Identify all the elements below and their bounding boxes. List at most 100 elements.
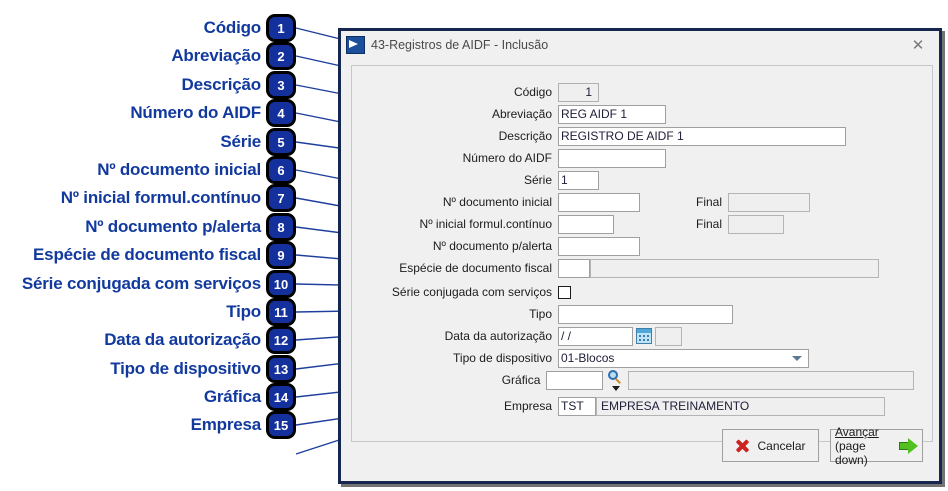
numero-aidf-input[interactable] — [558, 148, 666, 168]
annotation-badge: 10 — [266, 270, 296, 298]
annotation-badge: 4 — [266, 99, 296, 127]
annotation-label: Gráfica — [203, 387, 261, 406]
tipo-dispositivo-label: Tipo de dispositivo — [453, 351, 552, 365]
field-row-doc-inicial: Nº documento inicial Final — [352, 192, 914, 212]
app-window-icon — [346, 36, 365, 54]
formul-continuo-final-label: Final — [696, 217, 723, 231]
annotation-label: Data da autorização — [104, 330, 261, 349]
annotation-badge: 12 — [266, 326, 296, 354]
red-x-icon — [735, 438, 750, 453]
tipo-input[interactable] — [558, 304, 733, 324]
formul-continuo-final-input[interactable] — [728, 214, 785, 234]
field-row-numero-aidf: Número do AIDF — [352, 148, 914, 168]
annotation-3: Descrição 3 — [96, 71, 296, 99]
annotation-badge: 5 — [266, 128, 296, 156]
caret-down-icon — [611, 385, 620, 391]
annotation-label: Empresa — [190, 415, 262, 434]
abreviacao-input[interactable]: REG AIDF 1 — [558, 104, 666, 124]
numero-aidf-label: Número do AIDF — [462, 151, 552, 165]
especie-label: Espécie de documento fiscal — [399, 261, 552, 275]
formul-continuo-label: Nº inicial formul.contínuo — [419, 217, 552, 231]
empresa-name: EMPRESA TREINAMENTO — [596, 396, 885, 416]
annotation-badge: 9 — [266, 241, 296, 269]
grafica-description — [628, 370, 914, 390]
field-row-tipo: Tipo — [352, 304, 914, 324]
dialog-window: 43-Registros de AIDF - Inclusão ✕ Código… — [338, 28, 942, 484]
annotation-badge: 6 — [266, 156, 296, 184]
grafica-code-input[interactable] — [546, 370, 604, 390]
field-row-tipo-dispositivo: Tipo de dispositivo 01-Blocos — [352, 348, 914, 368]
field-row-descricao: Descrição REGISTRO DE AIDF 1 — [352, 126, 914, 146]
annotation-label: Código — [203, 18, 262, 37]
annotation-10: Série conjugada com serviços 10 — [0, 270, 296, 298]
grafica-label: Gráfica — [501, 373, 541, 387]
annotation-label: Descrição — [181, 75, 262, 94]
serie-input[interactable]: 1 — [558, 170, 599, 190]
serie-label: Série — [523, 173, 552, 187]
doc-inicial-input[interactable] — [558, 192, 640, 212]
data-autorizacao-label: Data da autorização — [444, 329, 552, 343]
next-button[interactable]: Avançar (page down) — [830, 425, 923, 467]
annotation-badge: 1 — [266, 14, 296, 42]
field-row-grafica: Gráfica — [352, 369, 914, 391]
annotation-4: Número do AIDF 4 — [66, 99, 296, 127]
annotation-label: Nº documento p/alerta — [85, 217, 261, 236]
field-row-abreviacao: Abreviação REG AIDF 1 — [352, 104, 914, 124]
annotation-13: Tipo de dispositivo 13 — [56, 355, 296, 383]
annotation-11: Tipo 11 — [150, 298, 296, 326]
annotation-badge: 14 — [266, 383, 296, 411]
annotation-6: Nº documento inicial 6 — [26, 156, 296, 184]
annotation-14: Gráfica 14 — [126, 383, 296, 411]
empresa-code-input[interactable]: TST — [558, 396, 596, 416]
annotation-badge: 8 — [266, 213, 296, 241]
serie-conjugada-checkbox[interactable] — [558, 285, 571, 299]
annotation-label: Abreviação — [171, 46, 261, 65]
title-bar[interactable]: 43-Registros de AIDF - Inclusão ✕ — [341, 31, 939, 59]
grafica-search-button[interactable] — [608, 369, 623, 391]
annotation-label: Nº inicial formul.contínuo — [60, 188, 261, 207]
codigo-label: Código — [513, 85, 552, 99]
field-row-serie: Série 1 — [352, 170, 914, 190]
descricao-input[interactable]: REGISTRO DE AIDF 1 — [558, 126, 846, 146]
codigo-input[interactable]: 1 — [558, 82, 599, 102]
tipo-dispositivo-select[interactable]: 01-Blocos — [558, 348, 809, 368]
calendar-icon[interactable] — [636, 328, 652, 344]
especie-description — [590, 258, 879, 278]
annotation-8: Nº documento p/alerta 8 — [26, 213, 296, 241]
close-icon[interactable]: ✕ — [911, 36, 925, 54]
annotation-label: Série conjugada com serviços — [21, 274, 261, 293]
data-autorizacao-input[interactable]: / / — [558, 326, 633, 346]
annotation-12: Data da autorização 12 — [56, 326, 296, 354]
window-title: 43-Registros de AIDF - Inclusão — [371, 38, 549, 52]
field-row-especie: Espécie de documento fiscal — [352, 258, 914, 278]
cancel-button[interactable]: Cancelar — [722, 429, 819, 462]
tipo-dispositivo-value: 01-Blocos — [561, 350, 615, 365]
annotation-badge: 7 — [266, 184, 296, 212]
chevron-down-icon — [792, 355, 802, 361]
especie-code-input[interactable] — [558, 258, 590, 278]
doc-inicial-final-input[interactable] — [728, 192, 811, 212]
empresa-label: Empresa — [503, 399, 552, 413]
field-row-empresa: Empresa TST EMPRESA TREINAMENTO — [352, 396, 914, 416]
doc-inicial-final-label: Final — [696, 195, 723, 209]
doc-alerta-input[interactable] — [558, 236, 640, 256]
annotation-label: Série — [220, 132, 261, 151]
next-button-label-line2: (page down) — [835, 438, 868, 467]
annotation-label: Tipo — [226, 302, 261, 321]
serie-conjugada-label: Série conjugada com serviços — [391, 285, 552, 299]
data-autorizacao-extra[interactable] — [655, 326, 682, 346]
annotation-badge: 13 — [266, 355, 296, 383]
formul-continuo-input[interactable] — [558, 214, 614, 234]
doc-inicial-label: Nº documento inicial — [442, 195, 552, 209]
annotation-label: Nº documento inicial — [97, 160, 261, 179]
annotation-badge: 11 — [266, 298, 296, 326]
annotation-2: Abreviação 2 — [96, 42, 296, 70]
next-button-label: Avançar (page down) — [835, 425, 894, 467]
annotation-15: Empresa 15 — [126, 411, 296, 439]
descricao-label: Descrição — [498, 129, 552, 143]
field-row-doc-alerta: Nº documento p/alerta — [352, 236, 914, 256]
cancel-button-label: Cancelar — [757, 438, 806, 453]
annotation-badge: 2 — [266, 42, 296, 70]
annotation-label: Espécie de documento fiscal — [33, 245, 261, 264]
annotation-badge: 3 — [266, 71, 296, 99]
